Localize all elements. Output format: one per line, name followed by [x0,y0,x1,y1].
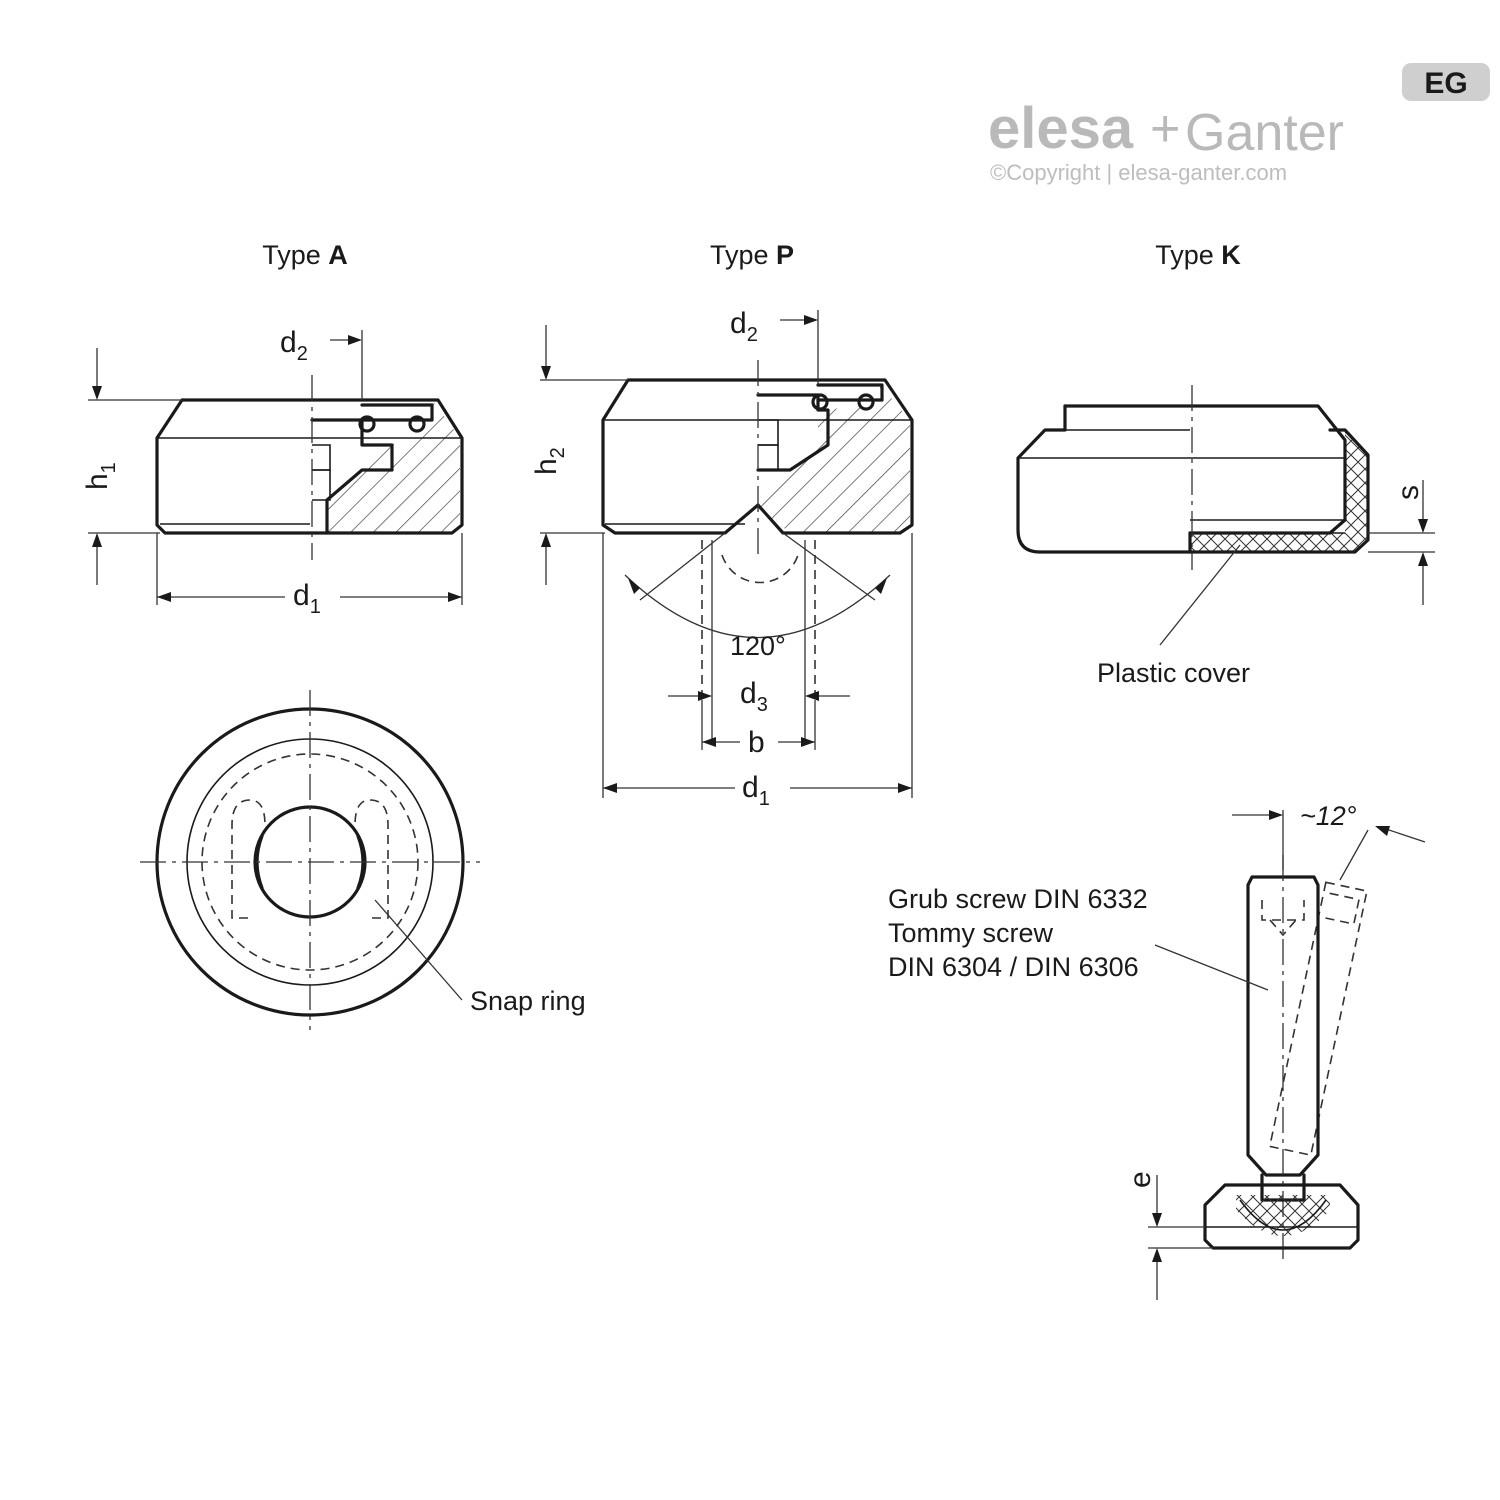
type-p-h2-label: h2 [530,447,569,475]
type-k-s-label: s [1392,485,1425,500]
brand-name-left: elesa [988,96,1134,161]
type-a-section-view: d2 h1 d1 [81,326,464,618]
type-p-title: Type P [710,240,794,270]
snap-ring-label: Snap ring [470,986,586,1016]
type-k-view: s Plastic cover [1016,385,1435,688]
cone-angle-label: 120° [730,631,786,661]
type-a-d1-label: d1 [293,579,321,618]
eg-badge-text: EG [1424,67,1467,100]
tommy-screw-label: Tommy screw [888,918,1054,948]
din-ref-label: DIN 6304 / DIN 6306 [888,952,1139,982]
type-a-d2-label: d2 [280,326,308,365]
grub-screw-label: Grub screw DIN 6332 [888,884,1148,914]
type-p-d1-label: d1 [742,771,770,810]
plastic-cover-label: Plastic cover [1097,658,1250,688]
type-a-title: Type A [262,240,348,270]
type-p-section-view: 120° d2 h2 d3 b d1 [530,307,914,810]
brand-plus: + [1150,100,1180,158]
type-p-b-label: b [748,726,765,759]
type-p-d3-label: d3 [740,677,768,716]
e-dimension-label: e [1124,1171,1157,1188]
brand-name-right: Ganter [1185,104,1344,162]
type-k-title: Type K [1155,240,1241,270]
tilt-angle-label: ~12° [1300,801,1357,831]
type-a-h1-label: h1 [81,462,120,490]
eg-badge: EG [1402,63,1490,101]
copyright-text: ©Copyright | elesa-ganter.com [990,160,1287,185]
type-p-d2-label: d2 [730,307,758,346]
brand-logo: EG elesa + Ganter ©Copyright | elesa-gan… [988,63,1490,185]
type-a-top-view: Snap ring [140,690,586,1030]
screw-assembly-view: e ~12° Grub screw DIN 6332 Tommy screw D… [888,801,1426,1300]
